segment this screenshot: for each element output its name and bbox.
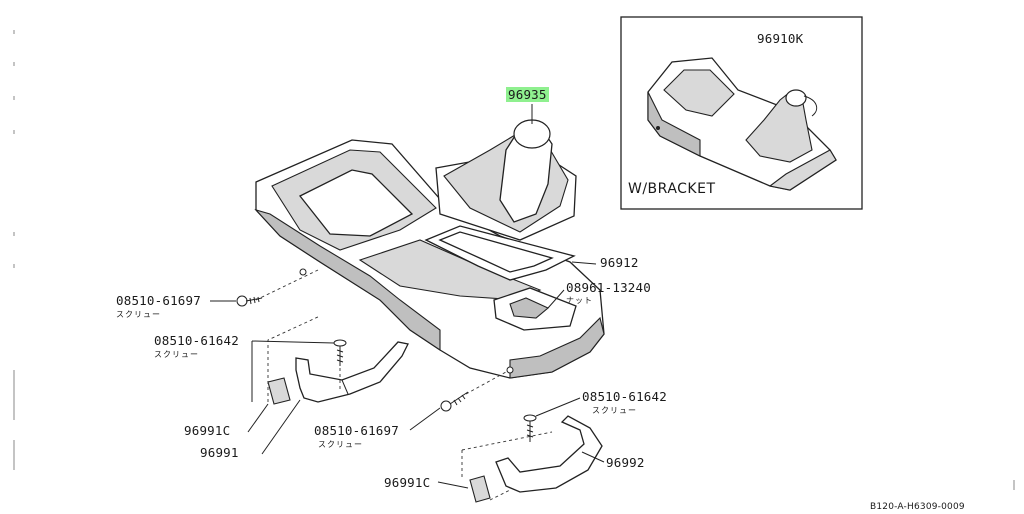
callout-96991[interactable]: 96991 — [200, 445, 239, 460]
callout-08510-61697-left[interactable]: 08510-61697 — [116, 293, 201, 308]
screw-icon — [523, 414, 537, 442]
callout-sub-nut: ナット — [566, 296, 593, 305]
callout-highlight: 96935 — [506, 87, 549, 102]
bracket-96991 — [295, 341, 409, 403]
callout-08510-61642-mid[interactable]: 08510-61642 — [154, 333, 239, 348]
callout-sub-screw: スクリュー — [592, 406, 637, 415]
callout-sub-screw: スクリュー — [116, 310, 161, 319]
shift-boot-96935 — [435, 119, 577, 241]
callout-sub-screw: スクリュー — [318, 440, 363, 449]
callout-sub-screw: スクリュー — [154, 350, 199, 359]
center-console — [254, 139, 605, 379]
callout-96991C-left[interactable]: 96991C — [184, 423, 231, 438]
clip-96991C-bottom — [469, 475, 491, 503]
screw-icon — [236, 295, 263, 307]
inset-caption: W/BRACKET — [628, 181, 716, 197]
callout-08510-61697-bottom[interactable]: 08510-61697 — [314, 423, 399, 438]
callout-08510-61642-right[interactable]: 08510-61642 — [582, 389, 667, 404]
scan-margin-marks — [13, 30, 1015, 490]
screw-icon — [440, 391, 469, 412]
callout-08961-13240[interactable]: 08961-13240 — [566, 280, 651, 295]
callout-96912[interactable]: 96912 — [600, 255, 639, 270]
callout-96935[interactable]: 96935 — [506, 87, 549, 102]
inset-96910K — [620, 16, 863, 210]
callout-96991C-bottom[interactable]: 96991C — [384, 475, 431, 490]
bracket-96992 — [495, 415, 603, 493]
inset-part-number: 96910K — [757, 31, 804, 46]
drawing-code: B120-A-H6309-0009 — [870, 502, 965, 512]
clip-96991C-left — [267, 377, 291, 405]
leader-lines — [210, 104, 605, 489]
finisher-96912 — [424, 225, 576, 281]
callout-96992[interactable]: 96992 — [606, 455, 645, 470]
screw-icon — [333, 339, 347, 366]
